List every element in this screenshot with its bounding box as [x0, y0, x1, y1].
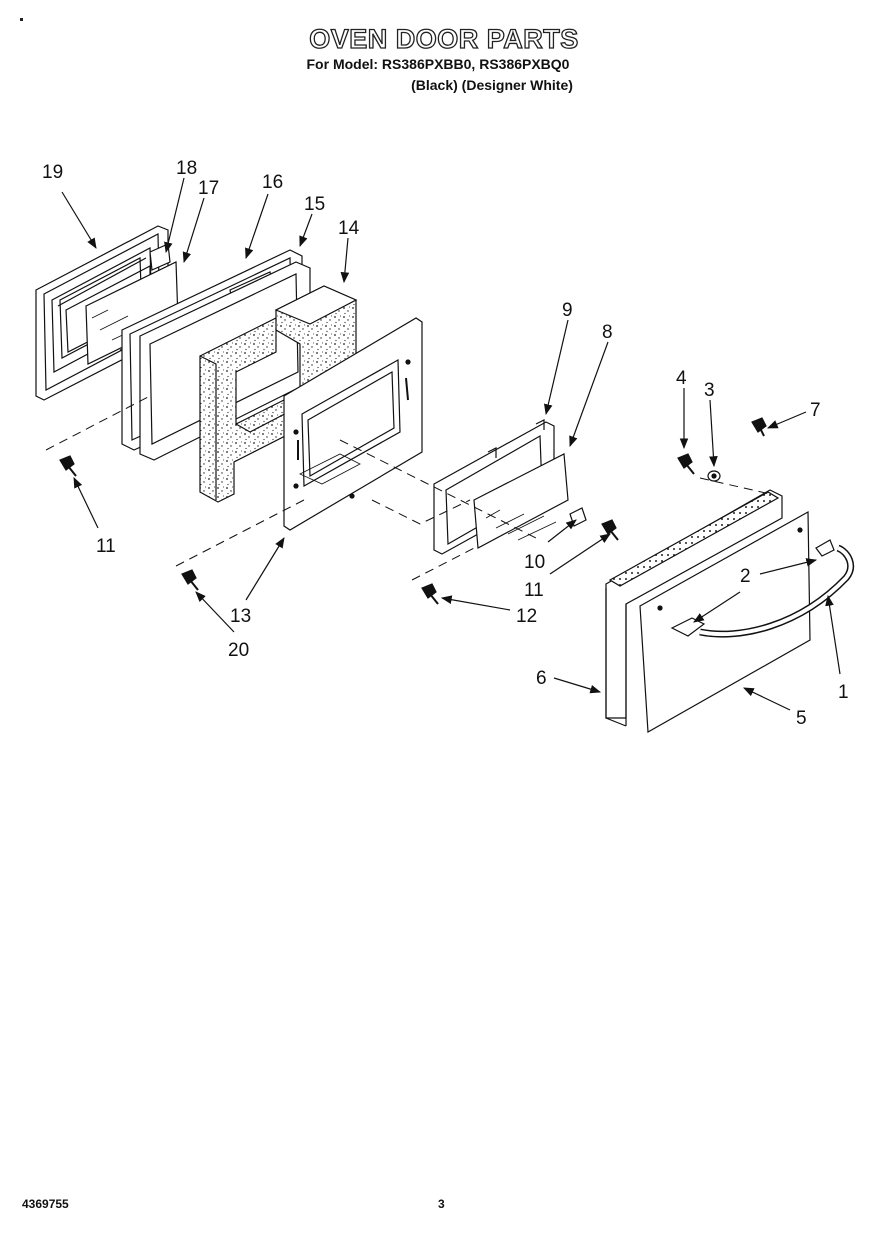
callout-1: 1 [838, 682, 849, 703]
callout-16: 16 [262, 172, 283, 193]
screw-part-11 [59, 455, 77, 477]
callout-4: 4 [676, 368, 687, 389]
screw-part-11-right [601, 519, 619, 541]
corner-mark [20, 18, 23, 21]
callout-20: 20 [228, 640, 249, 661]
callout-11-left: 11 [96, 536, 116, 557]
callout-3: 3 [704, 380, 715, 401]
callout-11-right: 11 [524, 580, 544, 601]
callout-2: 2 [740, 566, 751, 587]
washer-part-3 [707, 470, 721, 482]
callout-13: 13 [230, 606, 251, 627]
outer-door-panel-part-5 [639, 510, 811, 733]
leader-arrows [61, 177, 841, 711]
part-number: 4369755 [22, 1197, 69, 1211]
callout-7: 7 [810, 400, 821, 421]
callout-17: 17 [198, 178, 219, 199]
outer-door-frame-part-6 [605, 489, 783, 727]
inner-door-panel-part-13 [283, 317, 423, 531]
callout-12: 12 [516, 606, 537, 627]
callout-18: 18 [176, 158, 197, 179]
screw-part-7 [751, 417, 767, 437]
callout-9: 9 [562, 300, 573, 321]
callout-15: 15 [304, 194, 325, 215]
screw-part-20 [181, 569, 199, 591]
door-insulation-part-14 [199, 285, 358, 503]
window-glass-part-8 [473, 453, 569, 549]
callout-19: 19 [42, 162, 63, 183]
callout-10: 10 [524, 552, 545, 573]
screw-part-4 [677, 453, 695, 475]
callout-8: 8 [602, 322, 613, 343]
callout-labels: 19 18 17 16 15 14 9 8 4 3 7 11 10 11 2 1… [42, 158, 849, 729]
page-title: OVEN DOOR PARTS [309, 23, 579, 54]
callout-14: 14 [338, 218, 360, 239]
model-numbers: For Model: RS386PXBB0, RS386PXBQ0 [306, 56, 570, 72]
screw-part-12 [421, 583, 439, 605]
model-colors: (Black) (Designer White) [411, 77, 573, 93]
callout-6: 6 [536, 668, 547, 689]
callout-5: 5 [796, 708, 807, 729]
page-number: 3 [438, 1197, 445, 1211]
assembly-lines [45, 395, 771, 581]
